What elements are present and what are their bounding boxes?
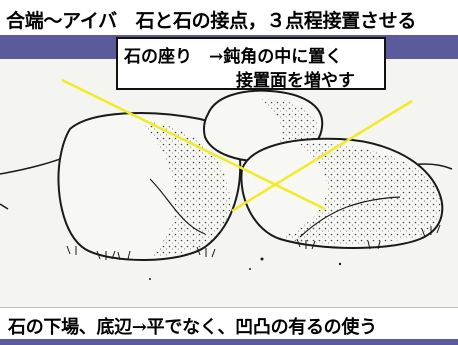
left-stone-crack	[149, 178, 206, 235]
callout-line-2: 接置面を増やす	[236, 71, 355, 91]
left-stone-texture	[140, 119, 231, 257]
footer-caption-box: 石の下場、底辺→平でなく、凹凸の有るの使う	[0, 307, 458, 339]
right-stone-texture	[280, 143, 441, 244]
footer-band	[0, 339, 458, 345]
footer-caption: 石の下場、底辺→平でなく、凹凸の有るの使う	[8, 317, 377, 338]
callout-box: 石の座り →鈍角の中に置く 接置面を増やす	[116, 37, 386, 91]
angle-guide-lines	[61, 78, 413, 213]
rock-chips	[149, 257, 342, 280]
right-stone-crack	[299, 196, 401, 238]
stone-illustration	[0, 59, 458, 307]
stones-sketch-svg	[0, 78, 453, 280]
slide-title: 合端～アイバ 石と石の接点，３点程接置させる	[6, 10, 417, 32]
callout-line-1: 石の座り →鈍角の中に置く	[124, 47, 343, 67]
grass-tufts	[66, 224, 441, 261]
